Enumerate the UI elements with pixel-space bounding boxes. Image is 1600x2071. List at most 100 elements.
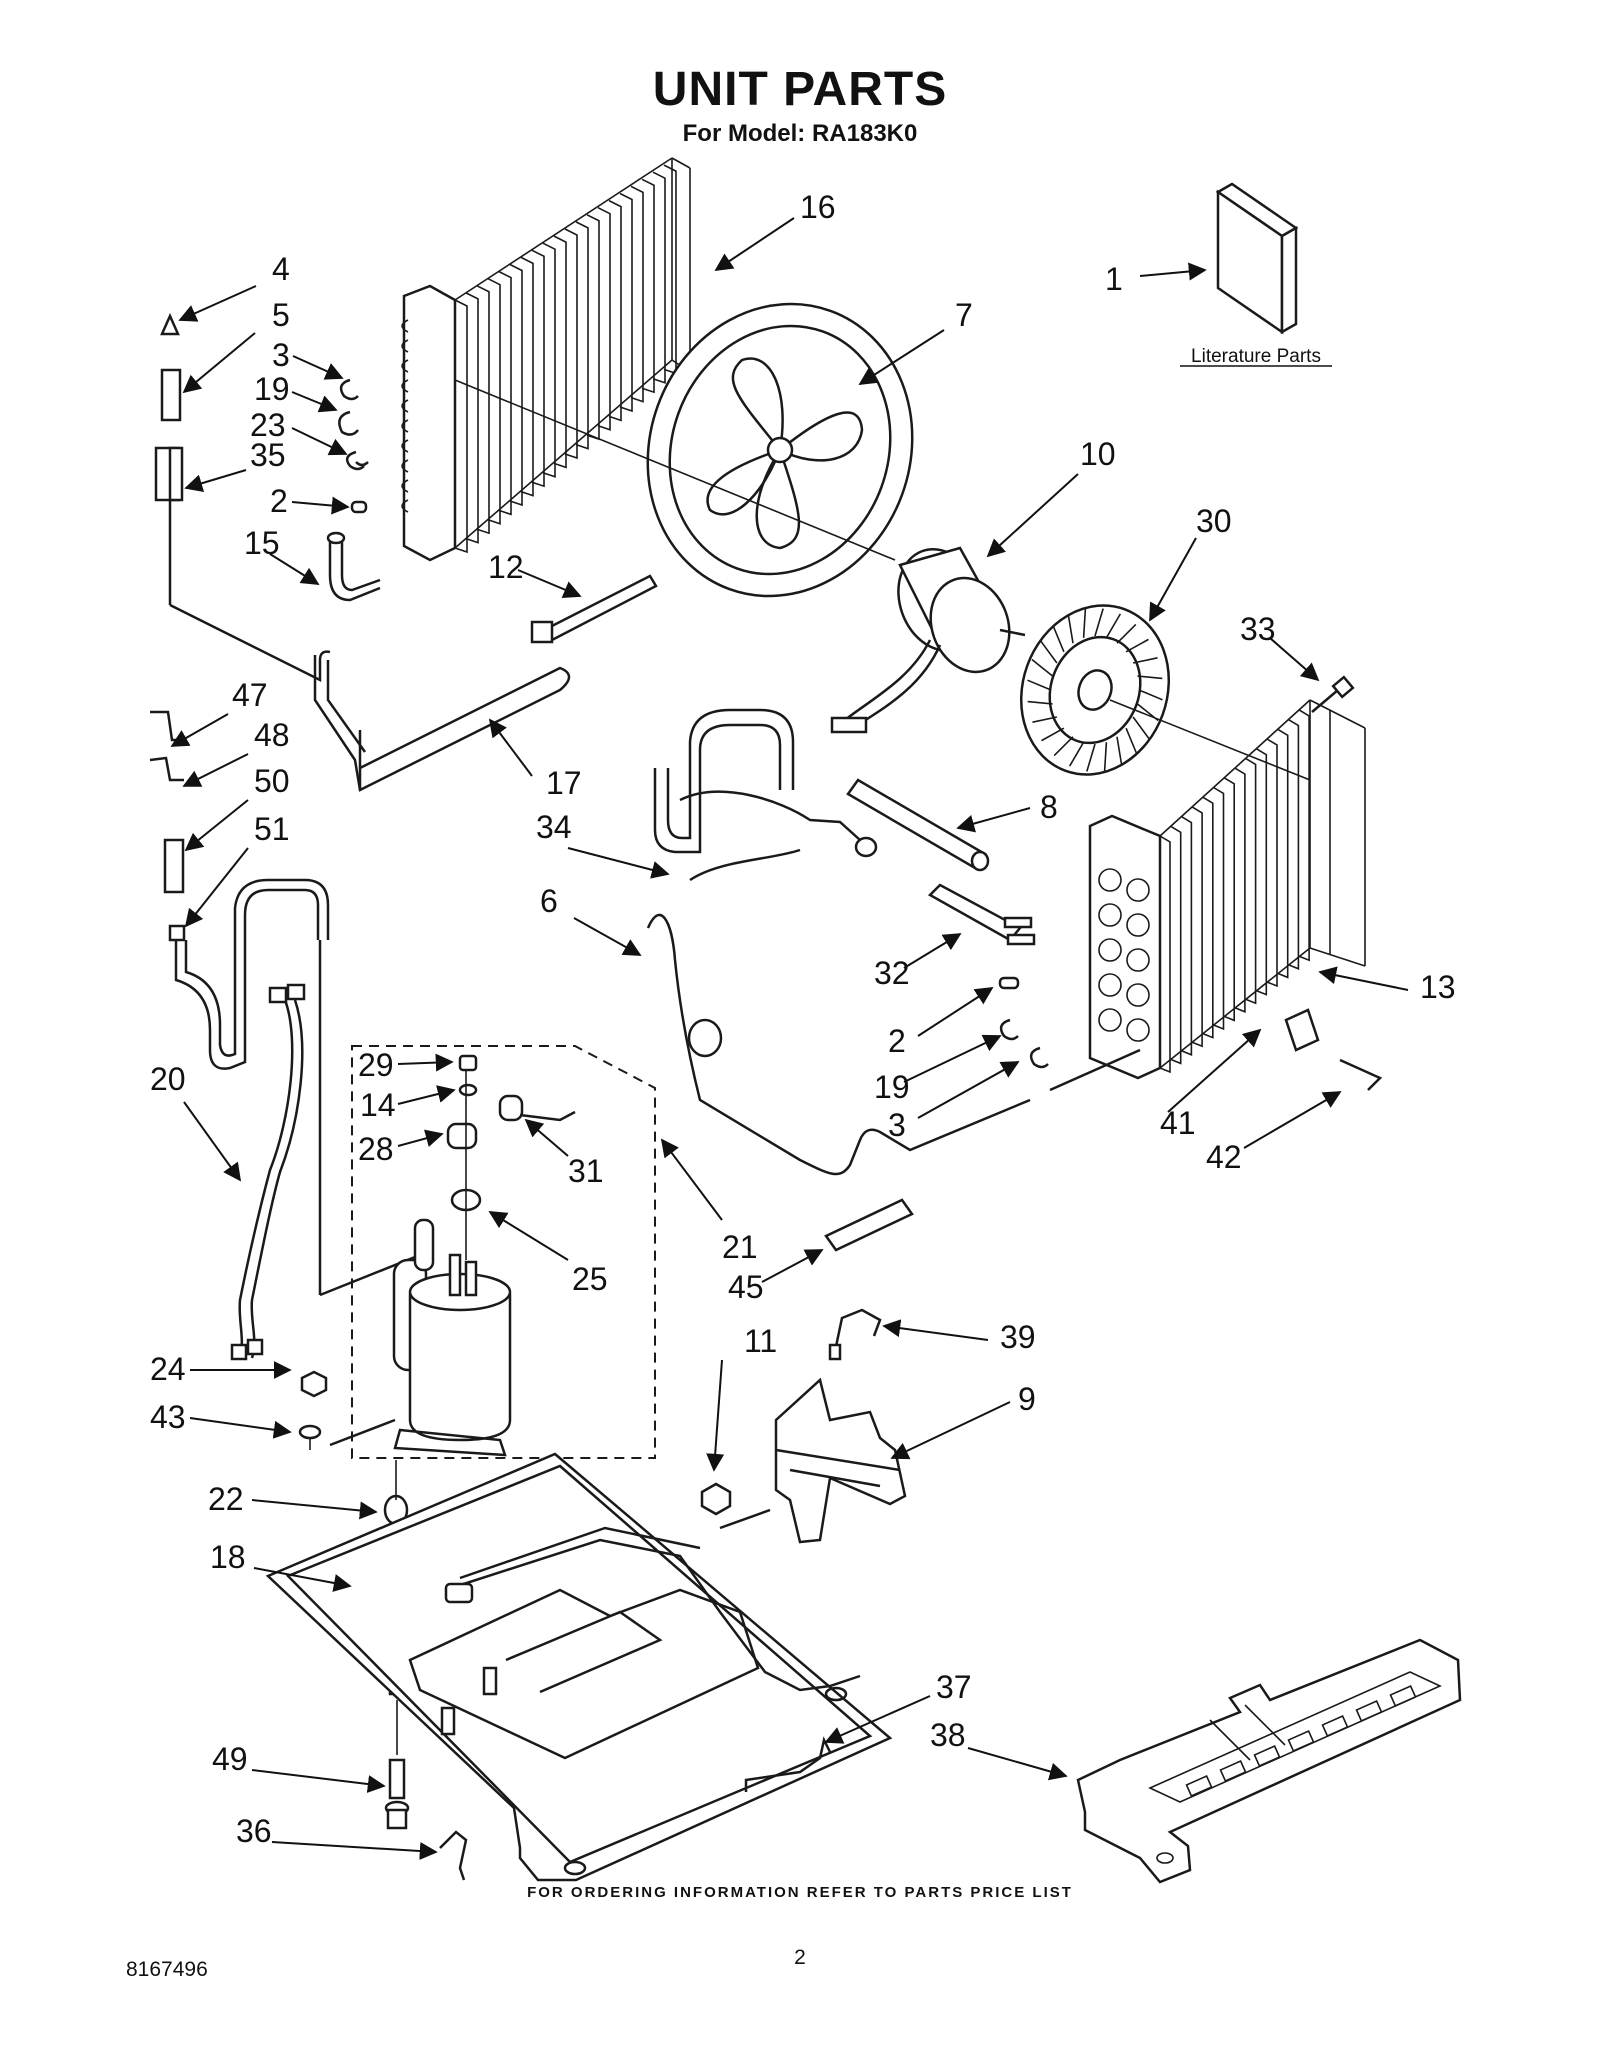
- leader-28-terminal-cover: [397, 1129, 444, 1147]
- suction-tube: [846, 778, 990, 872]
- callout-21-compressor-assembly: 21: [722, 1229, 758, 1265]
- discharge-tube: [169, 603, 571, 792]
- document-number: 8167496: [126, 1958, 208, 1981]
- leader-3-clip-upper: [292, 355, 344, 380]
- leader-38-drain-pan: [967, 1747, 1068, 1781]
- callout-32-y-fitting: 32: [874, 955, 910, 991]
- left-tubing: [149, 710, 330, 1070]
- compressor: [392, 1218, 512, 1457]
- screw: [1311, 675, 1355, 713]
- page-title: UNIT PARTS: [652, 63, 948, 116]
- leader-2-copper-fitting-upper: [291, 496, 350, 515]
- callout-14-washer: 14: [360, 1087, 396, 1123]
- leader-15-elbow-tube: [269, 553, 320, 585]
- leader-1-literature-parts: [1139, 262, 1207, 281]
- callout-leader-lines: [170, 217, 1409, 1860]
- callout-18-base-pan: 18: [210, 1539, 246, 1575]
- leader-9-motor-bracket: [890, 1401, 1011, 1460]
- leader-22-grommet: [251, 1499, 378, 1520]
- condenser-coil: [401, 157, 691, 562]
- leader-2-copper-fitting-lower: [917, 987, 994, 1037]
- leader-16-condenser-coil: [714, 217, 795, 271]
- callout-1-literature-parts: 1: [1105, 261, 1123, 297]
- fan-shroud: [454, 302, 914, 598]
- leader-4-cap-valve: [178, 285, 257, 322]
- leader-7-fan-shroud: [858, 329, 945, 385]
- leader-12-cable-tie: [517, 569, 582, 599]
- callout-45-insulation-strip: 45: [728, 1269, 764, 1305]
- cable-tie: [530, 574, 658, 644]
- suction-line: [653, 708, 878, 882]
- callout-24-nut: 24: [150, 1351, 186, 1387]
- leader-48-tube-bend: [182, 753, 249, 787]
- callout-13-evaporator-coil: 13: [1420, 969, 1456, 1005]
- callout-30-blower-wheel: 30: [1196, 503, 1232, 539]
- leader-37-drain-clip: [824, 1695, 931, 1744]
- callout-47-tube-bend: 47: [232, 677, 268, 713]
- leader-30-blower-wheel: [1149, 537, 1197, 622]
- compressor-assembly-box: [351, 1045, 656, 1459]
- motor-bracket: [719, 1377, 907, 1544]
- literature-parts-booklet: [1215, 182, 1299, 335]
- leader-34-suction-line: [567, 847, 670, 879]
- callout-17-discharge-tube: 17: [546, 765, 582, 801]
- callout-11-nut: 11: [744, 1323, 777, 1359]
- callout-3-clip-upper: 3: [272, 337, 290, 373]
- leader-11-nut: [706, 1359, 725, 1472]
- small-clips: [338, 378, 369, 514]
- compressor-small-parts: [446, 1054, 576, 1260]
- callout-20-wire-harness: 20: [150, 1061, 186, 1097]
- leader-29-nut: [397, 1053, 454, 1072]
- callout-51-strainer: 51: [254, 811, 290, 847]
- callout-6-capillary-tube: 6: [540, 883, 558, 919]
- leader-23-clip: [291, 427, 348, 456]
- leader-21-compressor-assembly: [660, 1138, 723, 1221]
- leader-14-washer: [397, 1085, 456, 1105]
- leader-49-stud: [251, 1769, 386, 1793]
- valve-cap: [154, 312, 184, 605]
- drain-pan: [1076, 1638, 1462, 1884]
- wire-harness: [230, 940, 421, 1361]
- leader-10-fan-motor: [986, 473, 1079, 558]
- hex-nut: [700, 1482, 732, 1516]
- clips-lower: [999, 1018, 1049, 1069]
- leader-19-clip-lower: [903, 1034, 1002, 1083]
- leader-20-wire-harness: [183, 1101, 242, 1182]
- motor-strap: [828, 1308, 882, 1361]
- leader-17-discharge-tube: [488, 718, 533, 777]
- leader-33-screw: [1269, 637, 1320, 682]
- callout-33-screw: 33: [1240, 611, 1276, 647]
- callout-19-clip-upper: 19: [254, 371, 290, 407]
- callout-4-cap-valve: 4: [272, 251, 290, 287]
- callout-43-washer: 43: [150, 1399, 186, 1435]
- copper-fitting-lower: [998, 976, 1020, 990]
- callout-28-terminal-cover: 28: [358, 1131, 394, 1167]
- nut-washer: [298, 1370, 396, 1450]
- insulation-strip: [824, 1198, 914, 1252]
- callout-numbers: 1223345678910111213141516171819192021222…: [150, 189, 1456, 1849]
- leader-36-clip: [271, 1841, 438, 1860]
- capillary-tube: [646, 913, 1141, 1176]
- callout-15-elbow-tube: 15: [244, 525, 280, 561]
- callout-38-drain-pan: 38: [930, 1717, 966, 1753]
- elbow-tube: [326, 531, 381, 602]
- leader-41-bracket: [1167, 1028, 1262, 1113]
- leader-8-suction-tube: [956, 807, 1031, 833]
- callout-12-cable-tie: 12: [488, 549, 524, 585]
- callout-8-suction-tube: 8: [1040, 789, 1058, 825]
- page-number: 2: [794, 1946, 806, 1969]
- callout-5-tube-stub: 5: [272, 297, 290, 333]
- leader-50-tee-fitting: [184, 799, 249, 852]
- leader-18-base-pan: [253, 1567, 352, 1592]
- leader-45-insulation-strip: [761, 1249, 824, 1283]
- leader-51-strainer: [184, 847, 249, 928]
- blower-wheel: [1019, 604, 1311, 781]
- leader-35-tee-fitting: [184, 469, 247, 492]
- callout-23-clip: 23: [250, 407, 286, 443]
- leader-43-washer: [189, 1417, 292, 1439]
- callout-31-overload: 31: [568, 1153, 604, 1189]
- callout-41-bracket: 41: [1160, 1105, 1196, 1141]
- ordering-footer: FOR ORDERING INFORMATION REFER TO PARTS …: [527, 1884, 1073, 1901]
- base-pan: [265, 1452, 893, 1882]
